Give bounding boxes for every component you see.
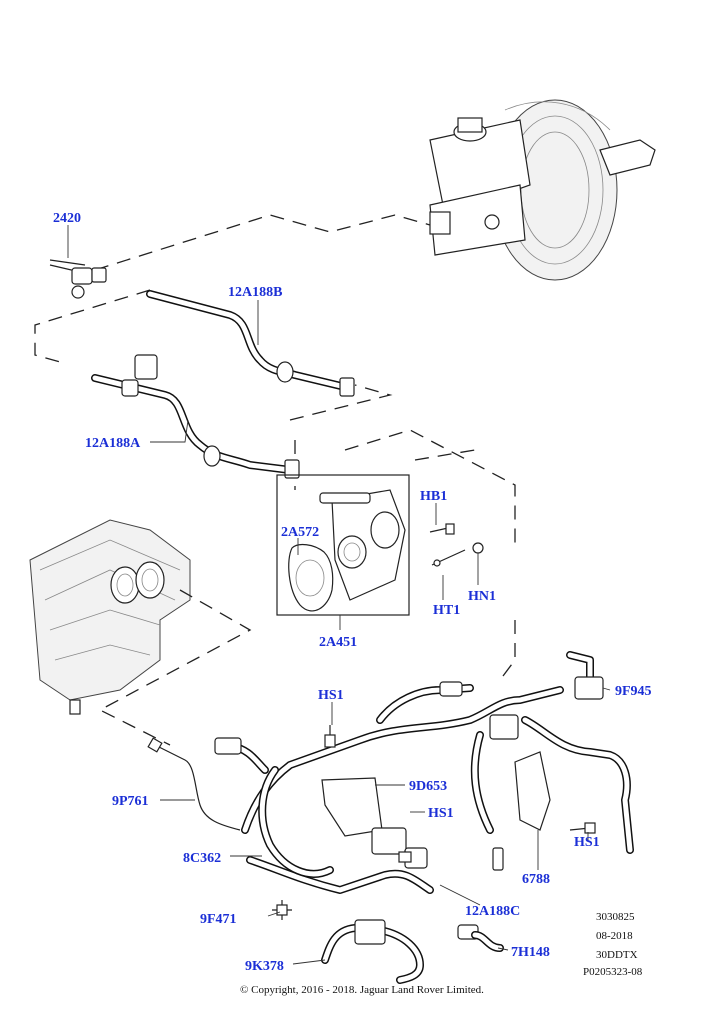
leader-lines bbox=[67, 225, 611, 965]
callout-9F471: 9F471 bbox=[200, 912, 237, 927]
callout-7H148: 7H148 bbox=[511, 945, 550, 960]
callout-12A188B: 12A188B bbox=[228, 285, 282, 300]
part-9F471 bbox=[272, 900, 292, 920]
callout-9F945: 9F945 bbox=[615, 684, 652, 699]
fasteners-throttle bbox=[429, 523, 484, 600]
reference-line-4: P0205323-08 bbox=[583, 966, 643, 978]
callout-6788: 6788 bbox=[522, 872, 550, 887]
engine-block bbox=[29, 519, 191, 715]
hose-9K378 bbox=[321, 919, 424, 984]
callout-HS1-top: HS1 bbox=[318, 688, 344, 703]
callout-HB1: HB1 bbox=[420, 489, 447, 504]
callout-HN1: HN1 bbox=[468, 589, 496, 604]
callout-9P761: 9P761 bbox=[112, 794, 149, 809]
callout-12A188C: 12A188C bbox=[465, 904, 520, 919]
callout-12A188A: 12A188A bbox=[85, 436, 141, 451]
throttle-body-group bbox=[276, 474, 410, 616]
hose-12A188A bbox=[91, 354, 300, 479]
brake-booster-assembly bbox=[429, 99, 656, 281]
callout-HS1-right: HS1 bbox=[574, 835, 600, 850]
part-2420 bbox=[49, 259, 107, 299]
callout-2A451: 2A451 bbox=[319, 635, 357, 650]
callout-labels: 2420 12A188B 12A188A HB1 2A572 HT1 HN1 2… bbox=[53, 211, 652, 974]
callout-HS1-middle: HS1 bbox=[428, 806, 454, 821]
callout-HT1: HT1 bbox=[433, 603, 460, 618]
harness-assembly bbox=[214, 651, 634, 894]
callout-9D653: 9D653 bbox=[409, 779, 447, 794]
copyright-notice: © Copyright, 2016 - 2018. Jaguar Land Ro… bbox=[240, 984, 484, 996]
hose-9P761 bbox=[147, 737, 241, 831]
callout-2420: 2420 bbox=[53, 211, 81, 226]
callout-2A572: 2A572 bbox=[281, 525, 319, 540]
reference-line-2: 08-2018 bbox=[596, 930, 633, 942]
hose-12A188B bbox=[146, 290, 355, 397]
reference-block: 3030825 08-2018 30DDTX P0205323-08 bbox=[583, 911, 643, 978]
callout-9K378: 9K378 bbox=[245, 959, 284, 974]
callout-8C362: 8C362 bbox=[183, 851, 221, 866]
reference-line-1: 3030825 bbox=[596, 911, 635, 923]
reference-line-3: 30DDTX bbox=[596, 949, 638, 961]
part-7H148 bbox=[457, 924, 504, 952]
